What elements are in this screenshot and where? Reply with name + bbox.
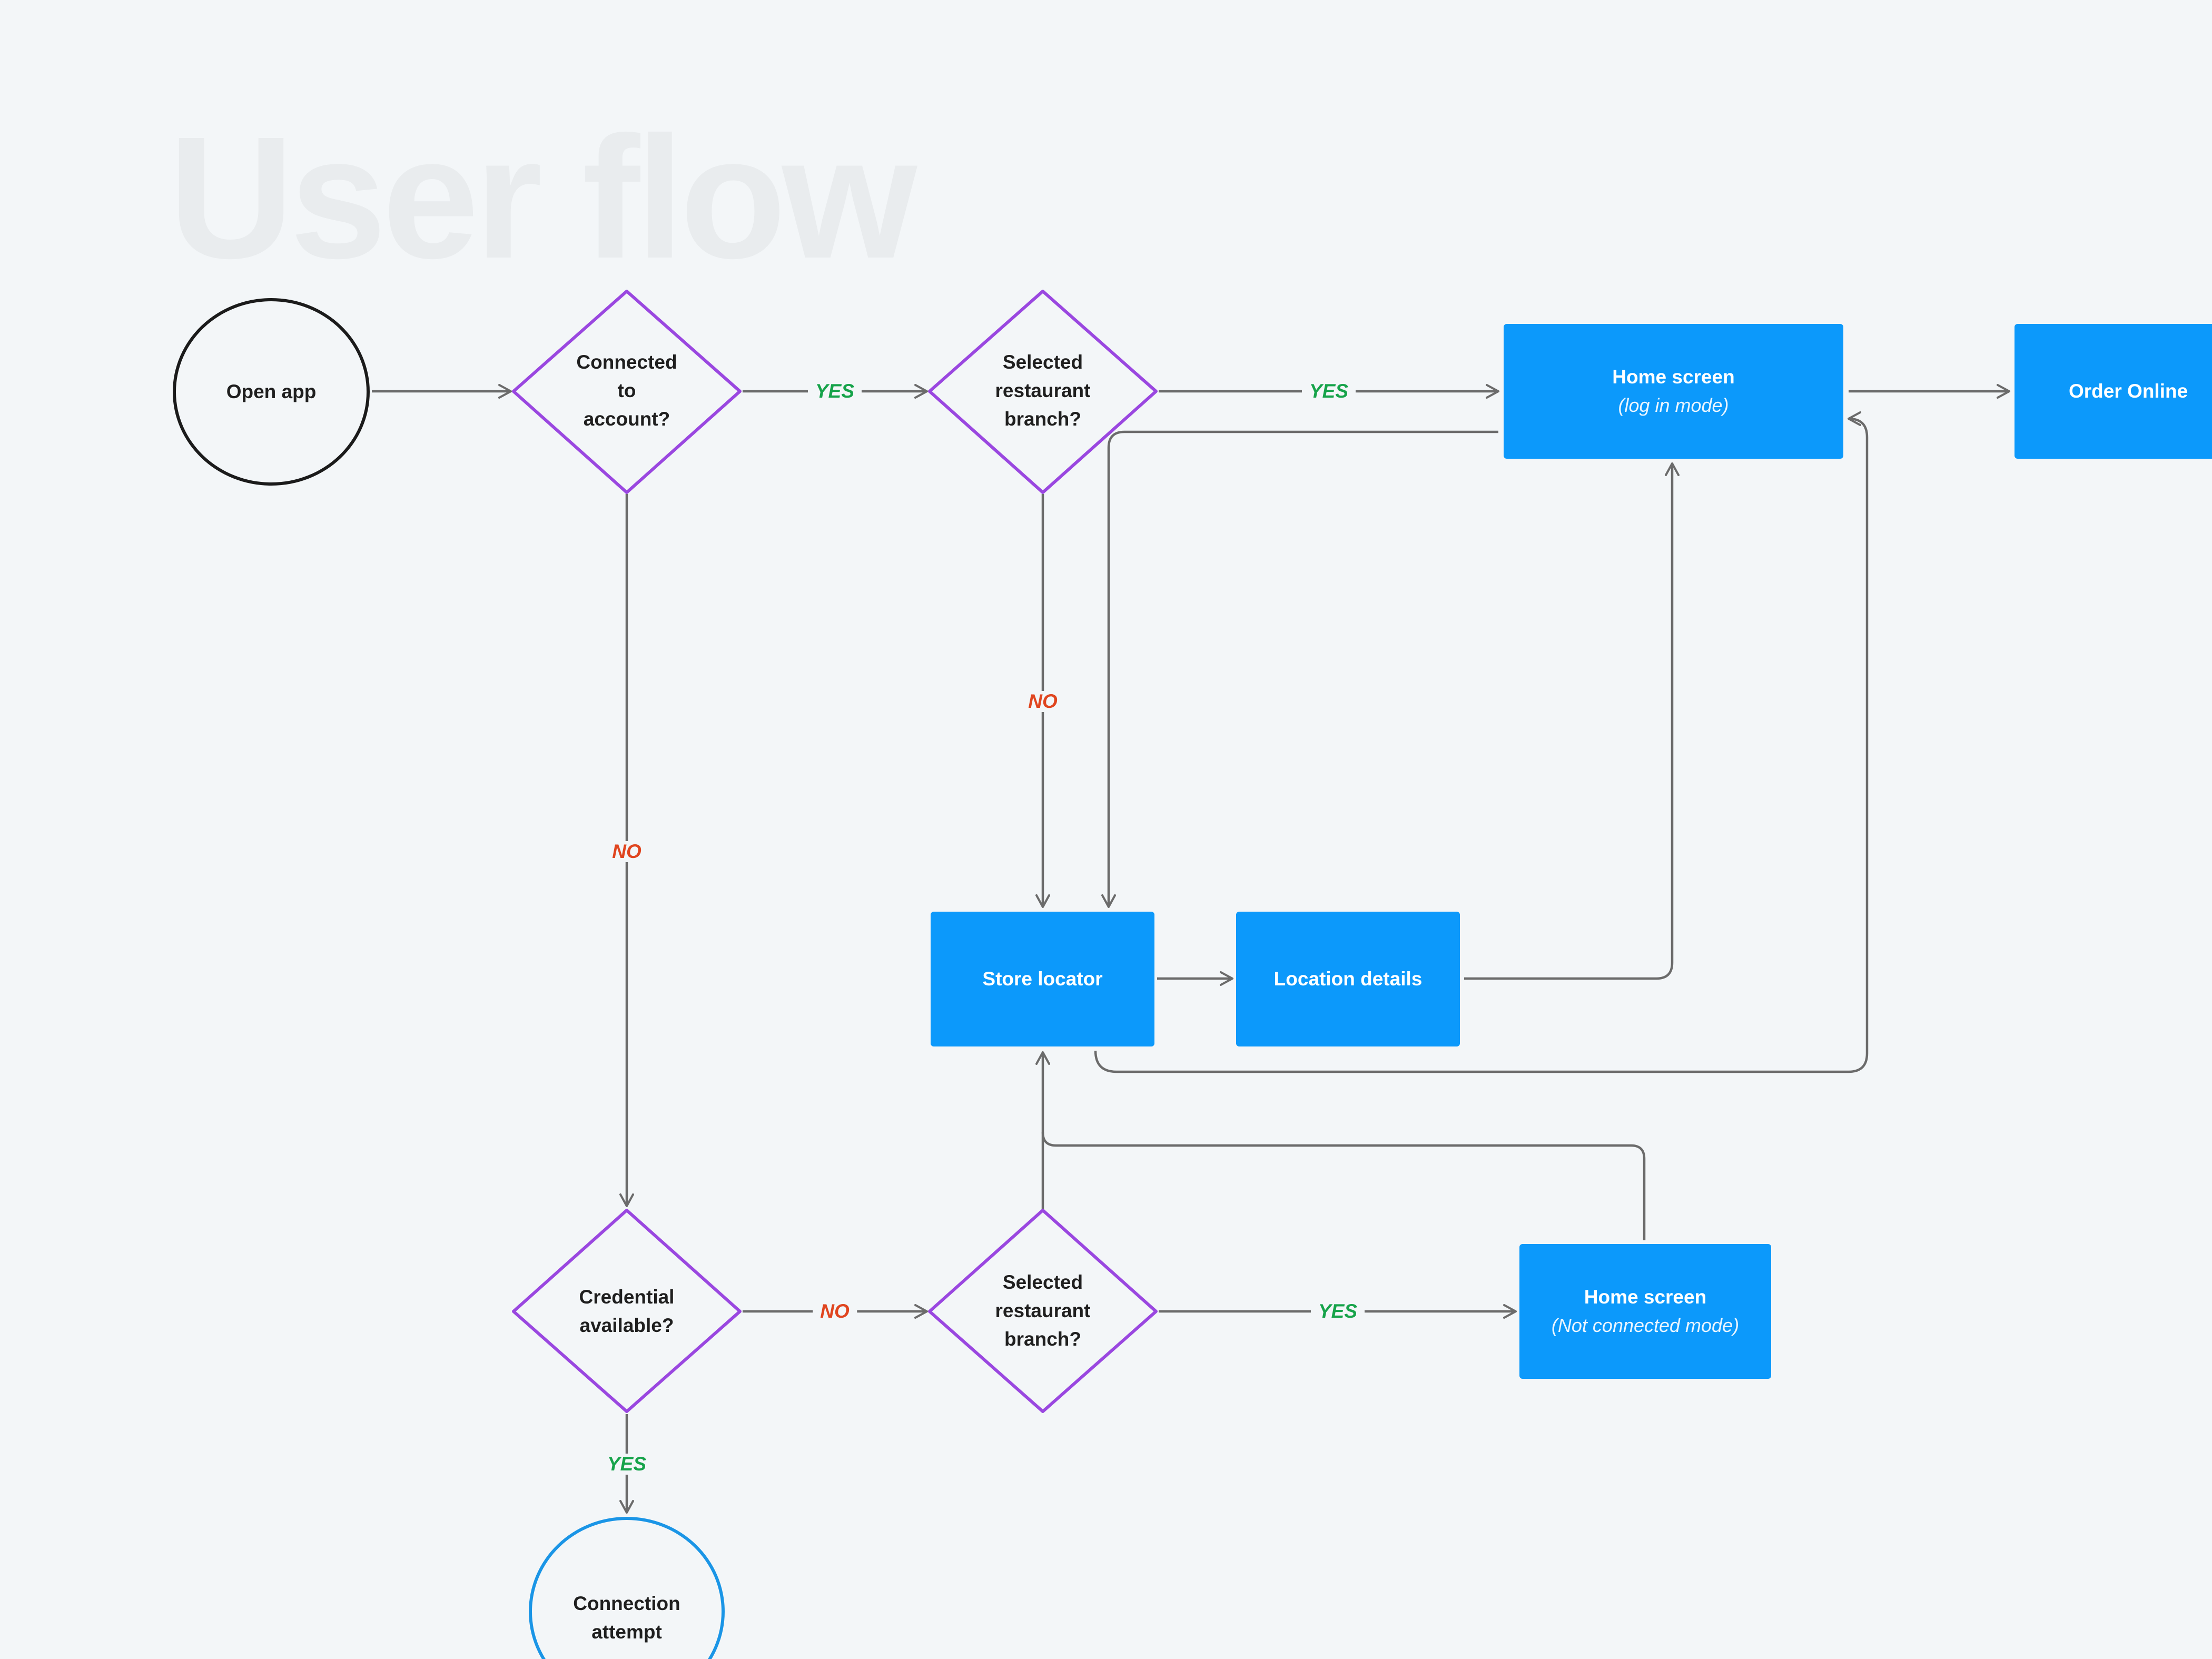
decision-selected-bottom-line-2: restaurant bbox=[995, 1300, 1091, 1321]
connection-attempt-node[interactable]: Connection attempt bbox=[529, 1517, 725, 1659]
decision-connected-line-1: Connected bbox=[576, 351, 677, 373]
edge-home-nc-to-store bbox=[1041, 1132, 1646, 1240]
edge-home-to-store bbox=[1101, 430, 1498, 908]
edge-label-selected-top-yes: YES bbox=[1301, 381, 1356, 402]
home-screen-not-connected-title: Home screen bbox=[1584, 1286, 1707, 1308]
decision-credential-line-2: available? bbox=[579, 1315, 674, 1336]
decision-selected-top-line-2: restaurant bbox=[995, 380, 1091, 401]
decision-connected[interactable]: Connected to account? bbox=[548, 348, 706, 433]
decision-selected-top-line-1: Selected bbox=[1002, 351, 1083, 373]
store-locator-node[interactable]: Store locator bbox=[931, 912, 1154, 1046]
decision-selected-top[interactable]: Selected restaurant branch? bbox=[964, 348, 1122, 433]
connection-attempt-line-2: attempt bbox=[591, 1621, 662, 1643]
edge-label-credential-no: NO bbox=[813, 1301, 857, 1322]
connection-attempt-line-1: Connection bbox=[573, 1593, 680, 1614]
decision-selected-bottom-line-1: Selected bbox=[1002, 1271, 1083, 1293]
edge-label-connected-yes: YES bbox=[807, 381, 862, 402]
decision-selected-bottom[interactable]: Selected restaurant branch? bbox=[964, 1268, 1122, 1354]
edge-details-to-home bbox=[1464, 462, 1680, 980]
decision-selected-bottom-shape bbox=[928, 1209, 1158, 1413]
location-details-label: Location details bbox=[1273, 968, 1423, 990]
open-app-label: Open app bbox=[226, 381, 317, 402]
location-details-node[interactable]: Location details bbox=[1236, 912, 1460, 1046]
order-online-label: Order Online bbox=[2069, 380, 2188, 402]
store-locator-label: Store locator bbox=[982, 968, 1103, 990]
decision-credential-shape bbox=[512, 1209, 742, 1413]
home-screen-not-connected-subtitle: (Not connected mode) bbox=[1551, 1315, 1740, 1336]
decision-connected-line-3: account? bbox=[583, 408, 670, 430]
page-title: User flow bbox=[169, 100, 917, 294]
open-app-node[interactable]: Open app bbox=[173, 298, 370, 486]
home-screen-login-node[interactable]: Home screen (log in mode) bbox=[1504, 324, 1843, 459]
decision-selected-top-line-3: branch? bbox=[1004, 408, 1081, 430]
decision-credential[interactable]: Credential available? bbox=[548, 1283, 706, 1340]
decision-selected-bottom-line-3: branch? bbox=[1004, 1328, 1081, 1350]
edge-label-selected-bottom-yes: YES bbox=[1310, 1301, 1365, 1322]
decision-connected-line-2: to bbox=[617, 380, 636, 401]
decision-credential-line-1: Credential bbox=[579, 1286, 675, 1308]
decision-connected-shape bbox=[512, 290, 742, 494]
edge-store-loop-home bbox=[1094, 411, 1869, 1073]
home-screen-not-connected-node[interactable]: Home screen (Not connected mode) bbox=[1519, 1244, 1771, 1379]
edge-label-credential-yes: YES bbox=[599, 1454, 654, 1475]
order-online-node[interactable]: Order Online bbox=[2014, 324, 2212, 459]
home-screen-login-subtitle: (log in mode) bbox=[1618, 394, 1729, 416]
edge-label-connected-no: NO bbox=[605, 841, 649, 862]
home-screen-login-title: Home screen bbox=[1612, 366, 1735, 388]
decision-selected-top-shape bbox=[928, 290, 1158, 494]
edge-label-selected-top-no: NO bbox=[1021, 691, 1065, 712]
